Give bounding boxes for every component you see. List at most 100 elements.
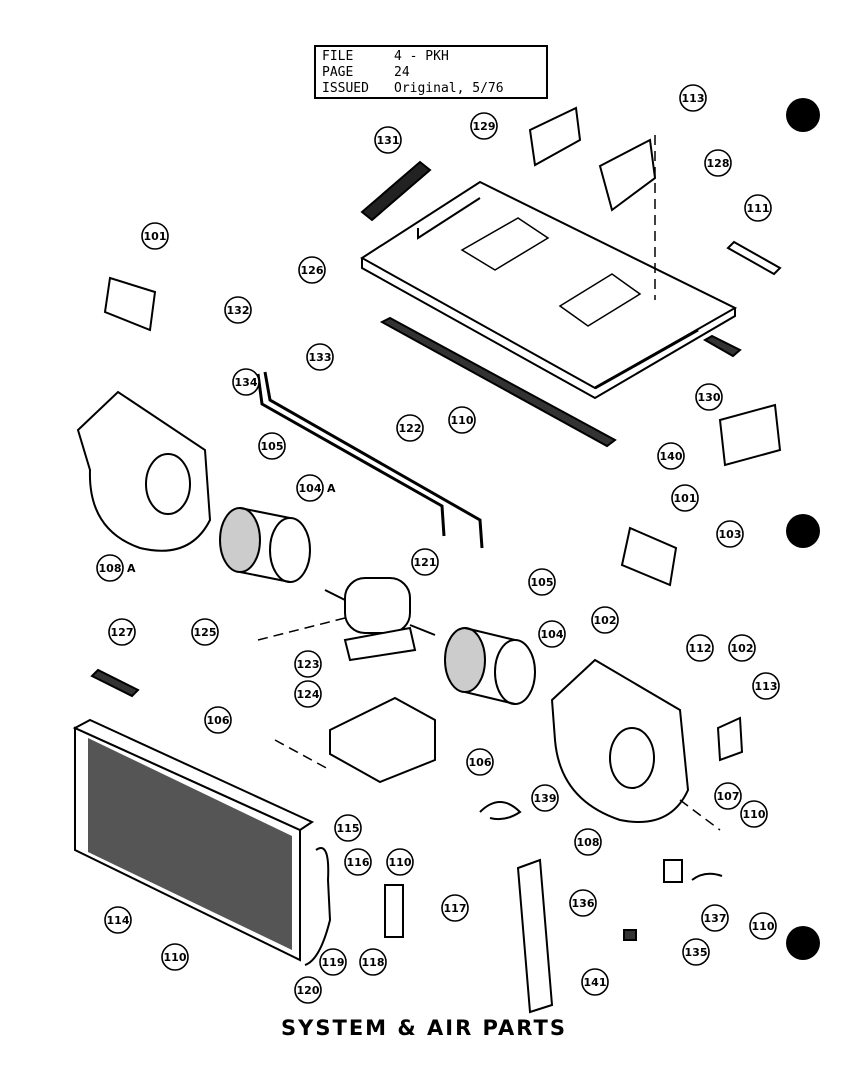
callout-circle (569, 889, 597, 917)
callout-number: 132 (227, 304, 250, 317)
part-callout-105b: 105 (528, 568, 556, 596)
bracket-101-right-part (620, 526, 678, 587)
top-panel-part (360, 180, 738, 400)
callout-circle (441, 894, 469, 922)
motor-mount-106-part (329, 696, 436, 784)
part-callout-114: 114 (104, 906, 132, 934)
callout-number: 134 (235, 376, 258, 389)
motor-121-part (324, 577, 436, 662)
callout-number: 110 (752, 920, 775, 933)
bracket-101-left-part (103, 276, 157, 332)
callout-number: 124 (297, 688, 320, 701)
callout-circle (574, 828, 602, 856)
page-value: 24 (394, 65, 410, 80)
callout-number: 131 (377, 134, 400, 147)
callout-number: 128 (707, 157, 730, 170)
callout-number: 125 (194, 626, 217, 639)
part-callout-111: 111 (744, 194, 772, 222)
callout-circle (682, 938, 710, 966)
part-callout-110e: 110 (161, 943, 189, 971)
callout-circle (752, 672, 780, 700)
part-callout-112: 112 (686, 634, 714, 662)
part-callout-101b: 101 (671, 484, 699, 512)
strap-137-part (691, 872, 723, 881)
clamp-139-part (479, 801, 522, 821)
callout-circle (531, 784, 559, 812)
part-callout-120: 120 (294, 976, 322, 1004)
callout-circle (657, 442, 685, 470)
callout-circle (448, 406, 476, 434)
callout-circle (396, 414, 424, 442)
callout-number: 101 (144, 230, 167, 243)
callout-number: 105 (531, 576, 554, 589)
callout-circle (96, 554, 124, 582)
callout-number: 129 (473, 120, 496, 133)
part-callout-139: 139 (531, 784, 559, 812)
part-callout-127: 127 (108, 618, 136, 646)
callout-number: 118 (362, 956, 385, 969)
callout-number: 102 (594, 614, 617, 627)
callout-circle (374, 126, 402, 154)
callout-number: 112 (689, 642, 712, 655)
callout-circle (591, 606, 619, 634)
callout-circle (294, 680, 322, 708)
callout-circle (714, 782, 742, 810)
callout-circle (466, 748, 494, 776)
callout-circle (695, 383, 723, 411)
part-callout-107: 107 (714, 782, 742, 810)
part-callout-113b: 113 (752, 672, 780, 700)
callout-circle (191, 618, 219, 646)
part-callout-105a: 105 (258, 432, 286, 460)
callout-number: 104 (541, 628, 564, 641)
callout-circle (749, 912, 777, 940)
callout-number: 110 (164, 951, 187, 964)
callout-number: 130 (698, 391, 721, 404)
callout-number: 106 (469, 756, 492, 769)
callout-circle (161, 943, 189, 971)
part-callout-103: 103 (716, 520, 744, 548)
part-callout-118: 118 (359, 948, 387, 976)
part-callout-104: 104 (538, 620, 566, 648)
bracket-117-part (384, 884, 404, 938)
part-callout-115: 115 (334, 814, 362, 842)
callout-circle (334, 814, 362, 842)
callout-circle (538, 620, 566, 648)
part-callout-126: 126 (298, 256, 326, 284)
callout-circle (744, 194, 772, 222)
callout-number: 110 (451, 414, 474, 427)
part-callout-117: 117 (441, 894, 469, 922)
callout-circle (679, 84, 707, 112)
clip-136-part (623, 929, 637, 941)
callout-number: 108 (577, 836, 600, 849)
callout-circle (701, 904, 729, 932)
part-callout-102b: 102 (728, 634, 756, 662)
part-callout-113a: 113 (679, 84, 707, 112)
callout-number: 115 (337, 822, 360, 835)
channel-141-part (516, 858, 554, 1014)
part-callout-137: 137 (701, 904, 729, 932)
part-callout-108: 108 (574, 828, 602, 856)
bracket-107-part (716, 716, 744, 762)
long-gasket-strip-part (379, 316, 617, 448)
part-callout-132: 132 (224, 296, 252, 324)
callout-number: 101 (674, 492, 697, 505)
strip-127-part (90, 668, 140, 698)
capillary-assembly-part (304, 847, 332, 966)
callout-number: 141 (584, 976, 607, 989)
callout-number: 107 (717, 790, 740, 803)
callout-number: 140 (660, 450, 683, 463)
callout-number: 102 (731, 642, 754, 655)
blower-housing-108-part (550, 658, 690, 823)
strip-130-part (702, 334, 742, 358)
callout-suffix: A (327, 482, 336, 495)
callout-number: 135 (685, 946, 708, 959)
blower-wheel-104a-part (219, 507, 311, 583)
part-callout-116: 116 (344, 848, 372, 876)
binder-hole-bottom (786, 926, 820, 960)
part-callout-110d: 110 (749, 912, 777, 940)
callout-number: 123 (297, 658, 320, 671)
callout-circle (386, 848, 414, 876)
part-callout-119: 119 (319, 948, 347, 976)
